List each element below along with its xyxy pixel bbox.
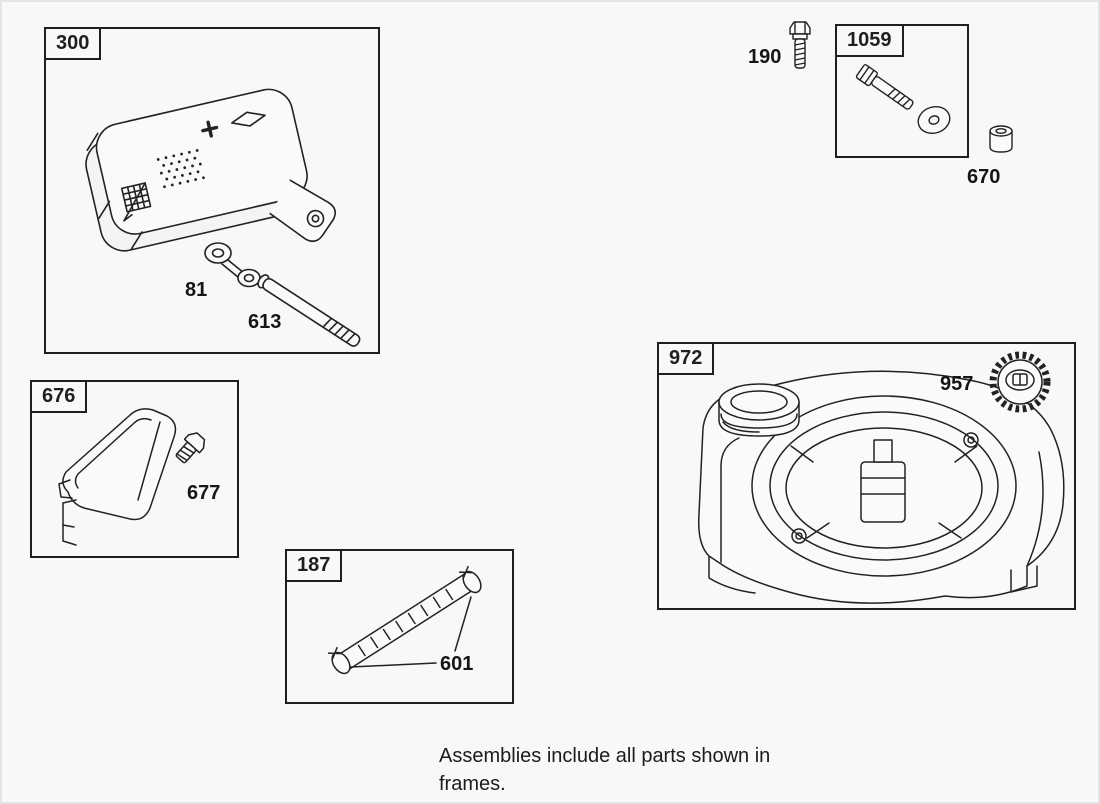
part-label-677: 677 [187, 482, 221, 504]
frame-label-300: 300 [44, 27, 102, 60]
part-label-957: 957 [940, 373, 974, 395]
frame-label-972: 972 [657, 342, 715, 375]
guard-drawing [58, 408, 206, 546]
part-label-190: 190 [748, 46, 782, 68]
frame-fuel-tank: 972 [657, 342, 1076, 610]
muffler-drawing [85, 88, 361, 347]
part-label-601: 601 [440, 653, 474, 675]
fuel-tank-drawing [697, 370, 1065, 604]
bushing-drawing [989, 125, 1013, 153]
part-label-81: 81 [185, 279, 208, 301]
fuel-hose-drawing [327, 565, 482, 675]
footer-note: Assemblies include all parts shown in fr… [439, 742, 899, 798]
footer-note-line2: frames. [439, 773, 506, 795]
hex-bolt-drawing [789, 21, 811, 69]
frame-label-676: 676 [30, 380, 88, 413]
frame-hardware-kit: 1059 [835, 24, 969, 158]
part-label-670: 670 [967, 166, 1001, 188]
part-label-613: 613 [248, 311, 282, 333]
kit-bolt-washer-drawing [855, 64, 951, 135]
frame-muffler-assembly: 300 [44, 27, 380, 354]
frame-fuel-hose: 187 [285, 549, 514, 704]
footer-note-line1: Assemblies include all parts shown in [439, 745, 771, 767]
fuel-cap-drawing [989, 351, 1051, 413]
frame-label-187: 187 [285, 549, 343, 582]
frame-muffler-guard: 676 677 [30, 380, 239, 558]
frame-label-1059: 1059 [835, 24, 904, 57]
